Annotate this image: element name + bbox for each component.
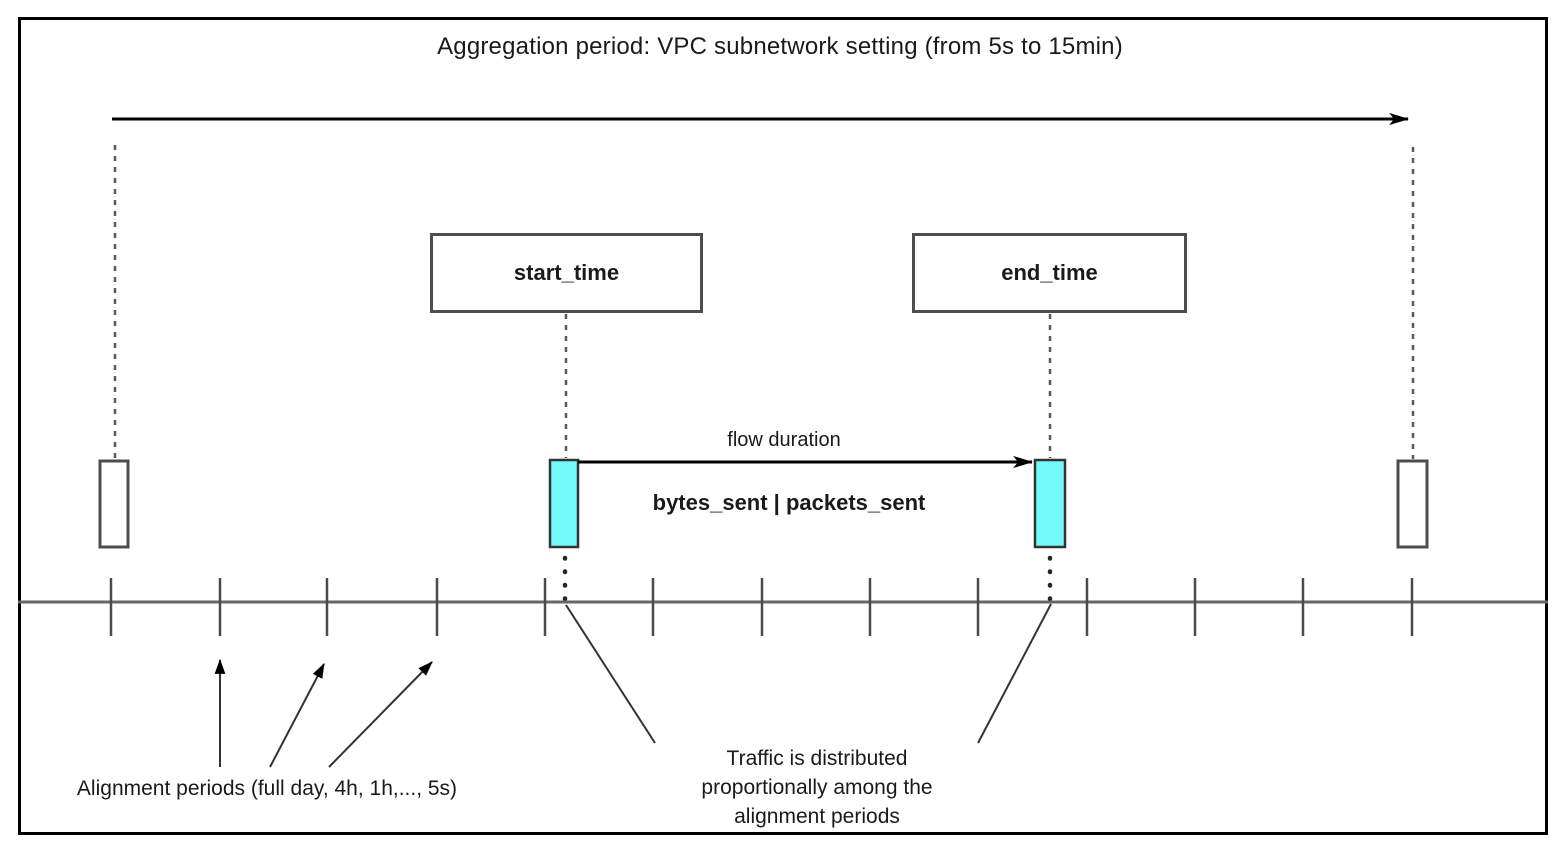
traffic-note-pointer-right [977, 603, 1052, 744]
traffic-note: Traffic is distributed proportionally am… [657, 744, 977, 831]
traffic-note-line-2: proportionally among the [701, 776, 933, 799]
alignment-periods-label: Alignment periods (full day, 4h, 1h,...,… [76, 777, 458, 800]
end-time-label: end_time [1001, 260, 1098, 285]
start-time-label: start_time [513, 260, 620, 285]
end-time-box: end_time [912, 233, 1187, 313]
diagram-frame [18, 17, 1548, 835]
start-time-box: start_time [430, 233, 703, 313]
start-flow-marker-rect [548, 458, 580, 549]
alignment-arrow-2 [269, 663, 325, 768]
diagram-title: Aggregation period: VPC subnetwork setti… [437, 33, 1123, 60]
flow-metrics-label: bytes_sent | packets_sent [652, 490, 926, 515]
right-edge-marker-rect [1396, 459, 1429, 549]
traffic-note-line-1: Traffic is distributed [726, 747, 908, 770]
timeline-ticks [109, 578, 1414, 636]
end-flow-marker-rect [1033, 458, 1067, 549]
flow-duration-label: flow duration [727, 429, 841, 451]
left-edge-marker-rect [98, 459, 130, 549]
alignment-arrow-3 [328, 661, 433, 768]
traffic-note-line-3: alignment periods [734, 805, 900, 828]
traffic-note-pointer-left [565, 604, 656, 744]
